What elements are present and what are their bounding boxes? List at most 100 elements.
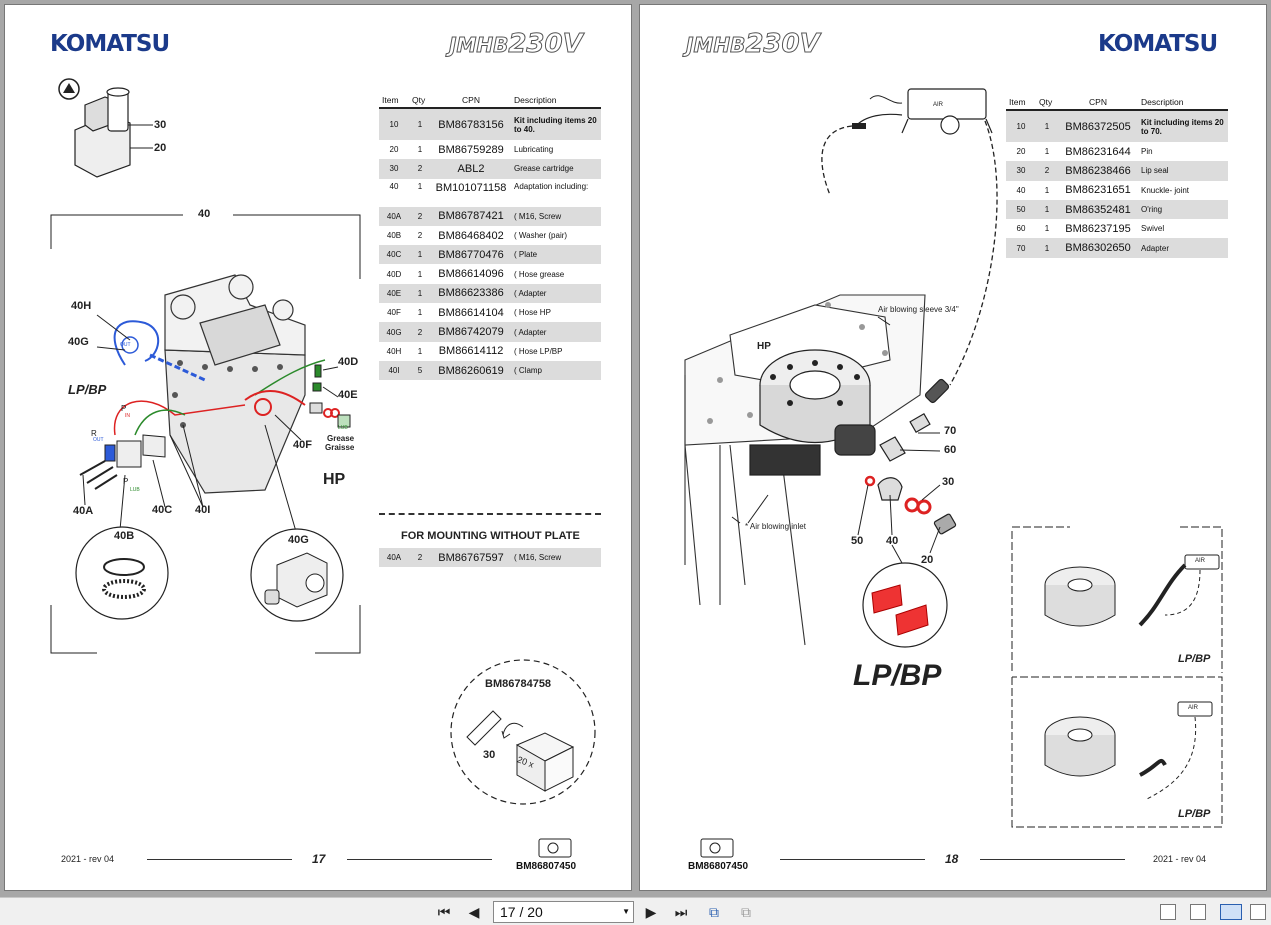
- document-page-18: JMHB230V KOMATSU: [639, 4, 1267, 891]
- two-page-view-icon[interactable]: [1220, 904, 1242, 920]
- cell-qty: 1: [1044, 147, 1050, 157]
- callout-40i: 40I: [195, 504, 211, 516]
- last-page-button[interactable]: ⏭: [670, 902, 692, 922]
- callout-60: 60: [944, 444, 957, 456]
- callout-40: 40: [198, 208, 211, 220]
- callout-40h: 40H: [71, 300, 92, 312]
- cell-item: 30: [379, 159, 409, 179]
- cell-desc: Grease cartridge: [511, 159, 601, 179]
- cell-desc: ( M16, Screw: [511, 548, 601, 568]
- air-label: AIR: [933, 102, 944, 108]
- hp-label: HP: [757, 341, 771, 352]
- go-back-button[interactable]: ⧉: [703, 902, 725, 922]
- cell-desc: Adapter: [1138, 238, 1228, 258]
- section-divider: [379, 513, 601, 515]
- cell-cpn: BM86237195: [1065, 222, 1131, 235]
- cell-desc: Kit including items 20 to 40.: [511, 108, 601, 140]
- cell-item: 10: [1006, 110, 1036, 142]
- continuous-view-icon[interactable]: [1190, 904, 1206, 920]
- cell-cpn: BM86614104: [438, 306, 504, 319]
- footer-code: BM86807450: [516, 861, 577, 872]
- skip-first-icon: ⏮: [437, 903, 451, 920]
- triangle-right-icon: ▶: [645, 903, 657, 920]
- cell-item: 40A: [379, 206, 409, 226]
- viewer-toolbar: ⏮ ◀ 17 / 20 ▼ ▶ ⏭ ⧉ ⧉: [0, 897, 1271, 925]
- callout-20: 20: [154, 142, 167, 154]
- cell-desc: Swivel: [1141, 224, 1165, 234]
- mounting-section-title: FOR MOUNTING WITHOUT PLATE: [401, 530, 580, 542]
- cell-desc: ( Adapter: [511, 322, 601, 342]
- hp-label: HP: [323, 471, 346, 488]
- cell-cpn: BM86231644: [1065, 145, 1131, 158]
- grease-label: Grease: [327, 434, 355, 443]
- cell-qty: 2: [417, 231, 423, 241]
- cell-item: 40C: [379, 245, 409, 265]
- cell-cpn: BM86302650: [1058, 238, 1138, 258]
- cell-qty: 1: [1036, 199, 1058, 220]
- cell-item: 20: [1016, 147, 1026, 157]
- footer-rule: [980, 859, 1125, 860]
- cell-item: 40: [1016, 185, 1026, 195]
- cell-qty: 1: [417, 346, 423, 356]
- forward-view-icon: ⧉: [741, 903, 751, 920]
- footer-revision: 2021 - rev 04: [61, 854, 115, 864]
- two-page-continuous-view-icon[interactable]: [1250, 904, 1266, 920]
- cell-cpn: BM86759289: [438, 143, 504, 156]
- cell-cpn: BM86767597: [431, 548, 511, 568]
- cell-desc: Lip seal: [1138, 161, 1228, 181]
- page-selector[interactable]: 17 / 20 ▼: [493, 901, 634, 923]
- cell-desc: ( M16, Screw: [511, 206, 601, 226]
- lub-label-1: LUB: [338, 425, 348, 431]
- skip-last-icon: ⏭: [674, 903, 688, 920]
- lpbp-inset-2: LP/BP: [1178, 808, 1211, 820]
- cell-desc: Pin: [1141, 147, 1153, 157]
- col-item: Item: [379, 93, 409, 109]
- back-view-icon: ⧉: [709, 903, 719, 920]
- cell-cpn: BM86238466: [1058, 161, 1138, 181]
- air-sleeve-label: Air blowing sleeve 3/4": [878, 305, 959, 314]
- cell-cpn: BM101071158: [435, 181, 507, 194]
- go-forward-button[interactable]: ⧉: [735, 902, 757, 922]
- mounting-table: 40A 2 BM86767597 ( M16, Screw: [379, 548, 601, 568]
- callout-40e: 40E: [338, 389, 358, 401]
- single-page-view-icon[interactable]: [1160, 904, 1176, 920]
- model-title: JMHB230V: [685, 29, 820, 60]
- callout-40a: 40A: [73, 505, 94, 517]
- callout-30: 30: [154, 119, 167, 131]
- komatsu-logo: KOMATSU: [50, 31, 170, 57]
- cell-cpn: BM86468402: [438, 229, 504, 242]
- air-inset-2: AIR: [1188, 705, 1199, 711]
- callout-50: 50: [851, 535, 864, 547]
- komatsu-logo: KOMATSU: [1098, 31, 1218, 57]
- cell-desc: ( Adapter: [511, 283, 601, 304]
- next-page-button[interactable]: ▶: [640, 902, 662, 922]
- cell-cpn: BM86372505: [1058, 110, 1138, 142]
- air-inlet-label: * Air blowing inlet: [745, 522, 806, 531]
- callout-40d: 40D: [338, 356, 359, 368]
- cell-cpn: ABL2: [431, 159, 511, 179]
- callout-40g-detail: 40G: [288, 534, 309, 546]
- callout-40: 40: [886, 535, 899, 547]
- page-number: 17: [312, 852, 326, 866]
- previous-page-button[interactable]: ◀: [463, 902, 485, 922]
- col-cpn: CPN: [431, 93, 511, 109]
- cell-item: 40G: [379, 322, 409, 342]
- cell-cpn: BM86742079: [431, 322, 511, 342]
- cell-desc: Lubricating: [514, 145, 554, 155]
- first-page-button[interactable]: ⏮: [433, 902, 455, 922]
- cell-cpn: BM86623386: [431, 283, 511, 304]
- cell-cpn: BM86614112: [438, 345, 504, 358]
- col-desc: Description: [511, 93, 601, 109]
- cell-item: 40A: [379, 548, 409, 568]
